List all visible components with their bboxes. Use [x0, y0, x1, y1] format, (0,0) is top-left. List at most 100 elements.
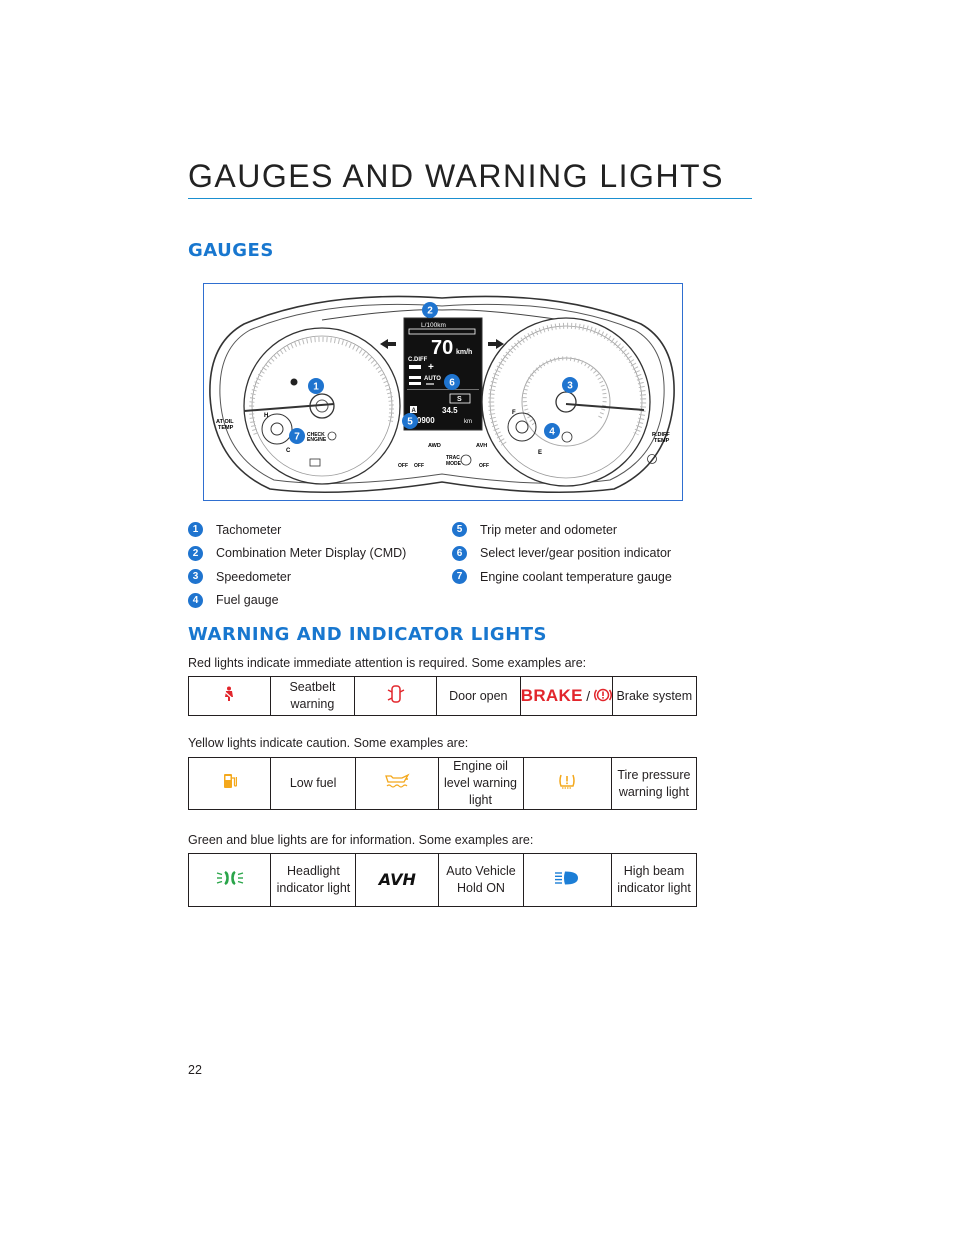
awd-label: AWD: [428, 443, 441, 449]
brake-exclamation-icon: [593, 688, 612, 701]
headlight-label: Headlight indicator light: [270, 853, 357, 907]
cmd-cdiff: C.DIFF: [408, 357, 428, 363]
headlight-icon-cell: [187, 853, 272, 907]
tire-icon-cell: [522, 757, 612, 810]
legend-item: 6 Select lever/gear position indicator: [452, 542, 672, 566]
brake-icon-cell: BRAKE /: [519, 676, 613, 716]
brake-word-icon: BRAKE: [520, 685, 583, 705]
legend-label: Speedometer: [216, 569, 292, 584]
cmd-trip-a: A: [412, 408, 417, 414]
avh-label: AVH: [476, 443, 487, 449]
seatbelt-warning-icon: [224, 686, 234, 701]
instrument-cluster-figure: AT OIL TEMP H C CHECK ENGINE L/100km 70 …: [203, 283, 683, 501]
legend-right: 5 Trip meter and odometer 6 Select lever/g…: [452, 518, 672, 589]
red-lights-table: Seatbelt warning Door open BRAKE / Brake…: [188, 676, 698, 716]
highbeam-icon-cell: [522, 853, 613, 907]
tire-label: Tire pressure warning light: [610, 757, 698, 810]
instrument-cluster-drawing: AT OIL TEMP H C CHECK ENGINE L/100km 70 …: [209, 295, 675, 494]
fuel-label: Low fuel: [270, 757, 356, 810]
at-oil-label: AT OIL: [216, 419, 234, 425]
legend-label: Select lever/gear position indicator: [480, 546, 672, 561]
door-icon-cell: [354, 676, 437, 716]
legend-number: 5: [452, 522, 467, 538]
svg-text:1: 1: [313, 382, 319, 393]
avh-icon: AVH: [378, 870, 416, 890]
legend-number: 1: [188, 522, 203, 538]
off-label-1: OFF: [398, 463, 408, 469]
callout-3: 3: [562, 377, 578, 393]
cmd-odo-unit: km: [464, 419, 472, 425]
seatbelt-icon-cell: [188, 676, 271, 716]
svg-text:+: +: [428, 362, 434, 373]
cmd-odometer: 000900: [408, 416, 435, 425]
legend-number: 4: [188, 592, 203, 608]
brake-label: Brake system: [611, 676, 698, 716]
cmd-unit: L/100km: [421, 322, 446, 329]
legend-item: 1 Tachometer: [188, 518, 406, 542]
temp-c-label: C: [286, 448, 291, 454]
legend-label: Engine coolant temperature gauge: [480, 569, 672, 584]
engine-label: ENGINE: [307, 437, 327, 443]
page-number: 22: [188, 1063, 202, 1077]
page-header-title: GAUGES AND WARNING LIGHTS: [188, 158, 724, 194]
legend-number: 6: [452, 545, 467, 561]
callout-4: 4: [544, 423, 560, 439]
highbeam-label: High beam indicator light: [611, 853, 697, 907]
svg-text:5: 5: [407, 417, 413, 428]
cmd-speed-unit: km/h: [456, 349, 472, 356]
cmd-auto: AUTO: [424, 376, 441, 382]
high-beam-icon: [555, 871, 579, 885]
off-label-3: OFF: [479, 463, 489, 469]
cmd-speed: 70: [431, 337, 453, 359]
speedometer-gauge: F E R.DIFF TEMP: [481, 317, 670, 487]
yellow-lights-intro: Yellow lights indicate caution. Some exa…: [188, 736, 469, 750]
callout-2: 2: [422, 302, 438, 318]
engine-oil-icon: [384, 773, 410, 788]
oil-icon-cell: [354, 757, 439, 810]
low-fuel-icon: [223, 774, 237, 789]
yellow-lights-table: Low fuel Engine oil level warning light …: [187, 757, 698, 810]
headlight-indicator-icon: [216, 870, 243, 885]
off-label-2: OFF: [414, 463, 424, 469]
legend-number: 7: [452, 569, 467, 585]
legend-label: Tachometer: [216, 522, 282, 537]
green-lights-intro: Green and blue lights are for informatio…: [188, 833, 534, 847]
gauges-section-title: GAUGES: [188, 240, 274, 261]
callout-6: 6: [444, 374, 460, 390]
svg-text:6: 6: [449, 378, 455, 389]
legend-label: Trip meter and odometer: [480, 522, 618, 537]
avh-icon-cell: AVH: [355, 853, 440, 907]
warning-section-title: WARNING AND INDICATOR LIGHTS: [188, 624, 548, 645]
callout-1: 1: [308, 378, 324, 394]
trac-label: TRAC: [446, 455, 460, 461]
seatbelt-label: Seatbelt warning: [269, 676, 356, 716]
svg-text:4: 4: [549, 427, 555, 438]
door-open-icon: [387, 684, 404, 703]
rdiff-temp-label: TEMP: [654, 438, 670, 444]
legend-label: Fuel gauge: [216, 593, 279, 608]
check-label: CHECK: [307, 432, 325, 438]
svg-text:2: 2: [427, 306, 433, 317]
mode-label: MODE: [446, 461, 462, 467]
fuel-f-label: F: [512, 410, 516, 416]
tachometer-gauge: AT OIL TEMP H C CHECK ENGINE: [216, 327, 401, 485]
fuel-icon-cell: [187, 757, 272, 810]
callout-7: 7: [289, 428, 305, 444]
legend-item: 5 Trip meter and odometer: [452, 518, 672, 542]
legend-item: 4 Fuel gauge: [188, 589, 406, 613]
combination-meter-display: L/100km 70 km/h C.DIFF + AUTO S A 34.5 0…: [403, 317, 483, 431]
oil-label: Engine oil level warning light: [437, 757, 524, 810]
legend-number: 2: [188, 545, 203, 561]
cmd-gear: S: [457, 396, 462, 403]
avh-label: Auto Vehicle Hold ON: [438, 853, 524, 907]
rdiff-label: R.DIFF: [652, 432, 670, 438]
tire-pressure-icon: [559, 774, 575, 789]
temp-h-label: H: [264, 413, 268, 419]
red-lights-intro: Red lights indicate immediate attention …: [188, 656, 587, 670]
legend-item: 7 Engine coolant temperature gauge: [452, 565, 672, 589]
green-lights-table: Headlight indicator light AVH Auto Vehic…: [187, 853, 697, 907]
door-label: Door open: [435, 676, 521, 716]
header-divider: [188, 198, 752, 199]
